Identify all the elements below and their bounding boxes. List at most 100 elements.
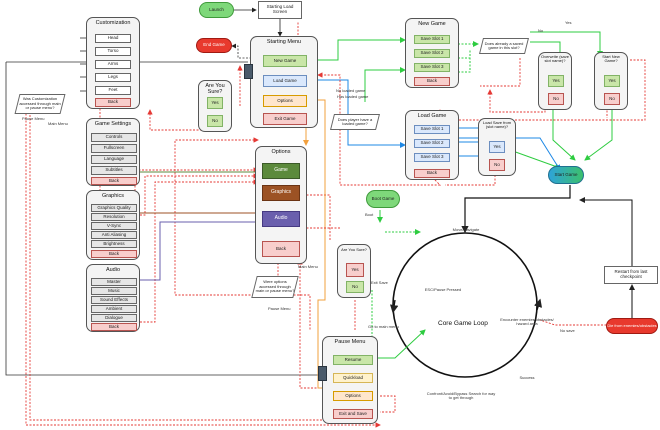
- panel-title: Audio: [105, 267, 121, 273]
- save-slot-button[interactable]: Save Slot 1: [414, 35, 450, 44]
- core-loop-title: Core Game Loop: [438, 320, 488, 327]
- load-slot-button[interactable]: Save Slot 3: [414, 153, 450, 162]
- settings-item[interactable]: Subtitles: [91, 166, 137, 175]
- customization-item[interactable]: Feet: [95, 86, 131, 95]
- decision-text: Does player have a loaded game?: [337, 116, 373, 126]
- yes-button[interactable]: Yes: [548, 75, 564, 87]
- core-loop-encounter: Encounter enemies/obstacles/ hazard area: [500, 317, 554, 327]
- edge-label: No: [538, 28, 544, 33]
- panel-title: Are You Sure?: [341, 247, 367, 252]
- edge-label: Pause Menu: [268, 306, 291, 311]
- customization-item[interactable]: Arms: [95, 60, 131, 69]
- audio-item[interactable]: Ambient: [91, 305, 137, 313]
- panel-title: New Game: [418, 21, 446, 27]
- no-button[interactable]: No: [346, 281, 364, 293]
- load-game-button[interactable]: Load Game: [263, 75, 307, 87]
- start-new-confirm-panel: Start New Game? Yes No: [594, 52, 628, 110]
- edge-label: Main Menu: [298, 264, 318, 269]
- decision-text: Does already a saved game in this slot?: [484, 40, 524, 50]
- no-button[interactable]: No: [604, 93, 620, 105]
- core-loop-move: Move/Navigate: [452, 227, 480, 232]
- graphics-item[interactable]: Anti Aliasing: [91, 231, 137, 239]
- audio-item[interactable]: Sound Effects: [91, 296, 137, 304]
- graphics-item[interactable]: Resolution: [91, 213, 137, 221]
- back-button[interactable]: Back: [91, 177, 137, 185]
- decision-existing-save: Does already a saved game in this slot?: [479, 38, 529, 54]
- edge-label: Exit Save: [371, 280, 388, 285]
- graphics-item[interactable]: V-Sync: [91, 222, 137, 230]
- panel-title: Overwrite (save slot name)?: [541, 54, 570, 64]
- load-save-confirm-panel: Load Save from (slot name)? Yes No: [478, 118, 516, 176]
- back-button[interactable]: Back: [91, 250, 137, 258]
- new-game-panel: New Game Save Slot 1 Save Slot 2 Save Sl…: [405, 18, 459, 88]
- edge-label: Yes: [565, 20, 572, 25]
- settings-item[interactable]: Controls: [91, 133, 137, 142]
- core-loop-success: Success: [519, 375, 535, 380]
- panel-title: Load Save from (slot name)?: [482, 120, 512, 130]
- back-button[interactable]: Back: [262, 241, 300, 257]
- no-button[interactable]: No: [489, 159, 505, 171]
- quickload-button[interactable]: Quickload: [333, 373, 373, 383]
- pause-menu-panel: Pause Menu Resume Quickload Options Exit…: [322, 336, 378, 424]
- back-button[interactable]: Back: [95, 98, 131, 107]
- settings-item[interactable]: Language: [91, 155, 137, 164]
- boot-game-node: Boot Game: [366, 190, 400, 208]
- save-slot-button[interactable]: Save Slot 2: [414, 49, 450, 58]
- restart-node: Restart from last checkpoint: [604, 266, 658, 284]
- no-button[interactable]: No: [207, 115, 223, 127]
- yes-button[interactable]: Yes: [604, 75, 620, 87]
- panel-title: Options: [271, 149, 291, 155]
- graphics-item[interactable]: Graphics Quality: [91, 204, 137, 212]
- graphics-panel: Graphics Graphics Quality Resolution V-S…: [86, 190, 140, 260]
- load-slot-button[interactable]: Save Slot 2: [414, 139, 450, 148]
- options-game-button[interactable]: Game: [262, 163, 300, 179]
- no-button[interactable]: No: [548, 93, 564, 105]
- exit-game-button[interactable]: Exit Game: [263, 113, 307, 125]
- core-loop-confront: Confront/Avoid/Bypass Search for way to …: [426, 391, 496, 401]
- options-button[interactable]: Options: [263, 95, 307, 107]
- die-node: Die from enemies/obstacles: [606, 318, 658, 334]
- panel-title: Load Game: [417, 113, 447, 119]
- decision-text: Were options accessed through main or pa…: [255, 279, 295, 294]
- options-graphics-button[interactable]: Graphics: [262, 185, 300, 201]
- audio-item[interactable]: Master: [91, 278, 137, 286]
- confirm-exit-panel: Are You Sure? Yes No: [198, 80, 232, 132]
- customization-item[interactable]: Torso: [95, 47, 131, 56]
- back-button[interactable]: Back: [414, 169, 450, 178]
- starting-menu-panel: Starting Menu New Game Load Game Options…: [250, 36, 318, 128]
- edge-label: No save: [560, 328, 575, 333]
- settings-item[interactable]: Fullscreen: [91, 144, 137, 153]
- customization-item[interactable]: Head: [95, 34, 131, 43]
- yes-button[interactable]: Yes: [489, 141, 505, 153]
- audio-item[interactable]: Music: [91, 287, 137, 295]
- load-slot-button[interactable]: Save Slot 1: [414, 125, 450, 134]
- decision-loaded-game: Does player have a loaded game?: [330, 114, 380, 130]
- end-game-node: End Game: [196, 38, 232, 53]
- panel-title: Pause Menu: [334, 339, 366, 345]
- exit-and-save-button[interactable]: Exit and Save: [333, 409, 373, 419]
- yes-button[interactable]: Yes: [346, 263, 364, 277]
- save-slot-button[interactable]: Save Slot 3: [414, 63, 450, 72]
- options-audio-button[interactable]: Audio: [262, 211, 300, 227]
- decision-text: Was Customization accessed through main …: [19, 96, 61, 111]
- new-game-button[interactable]: New Game: [263, 55, 307, 67]
- connector-hub: [318, 366, 327, 381]
- customization-item[interactable]: Legs: [95, 73, 131, 82]
- back-button[interactable]: Back: [414, 77, 450, 86]
- edge-label: No loaded game: [336, 88, 366, 93]
- load-game-panel: Load Game Save Slot 1 Save Slot 2 Save S…: [405, 110, 459, 180]
- audio-item[interactable]: Dialogue: [91, 314, 137, 322]
- back-button[interactable]: Back: [91, 323, 137, 331]
- graphics-item[interactable]: Brightness: [91, 240, 137, 248]
- overwrite-confirm-panel: Overwrite (save slot name)? Yes No: [538, 52, 572, 110]
- edge-label: Go to main menu: [368, 324, 399, 329]
- options-button[interactable]: Options: [333, 391, 373, 401]
- yes-button[interactable]: Yes: [207, 97, 223, 109]
- panel-title: Start New Game?: [602, 54, 620, 64]
- connector-hub: [244, 64, 253, 79]
- edge-label: Main Menu: [48, 121, 68, 126]
- resume-button[interactable]: Resume: [333, 355, 373, 365]
- decision-customization-source: Was Customization accessed through main …: [14, 94, 66, 114]
